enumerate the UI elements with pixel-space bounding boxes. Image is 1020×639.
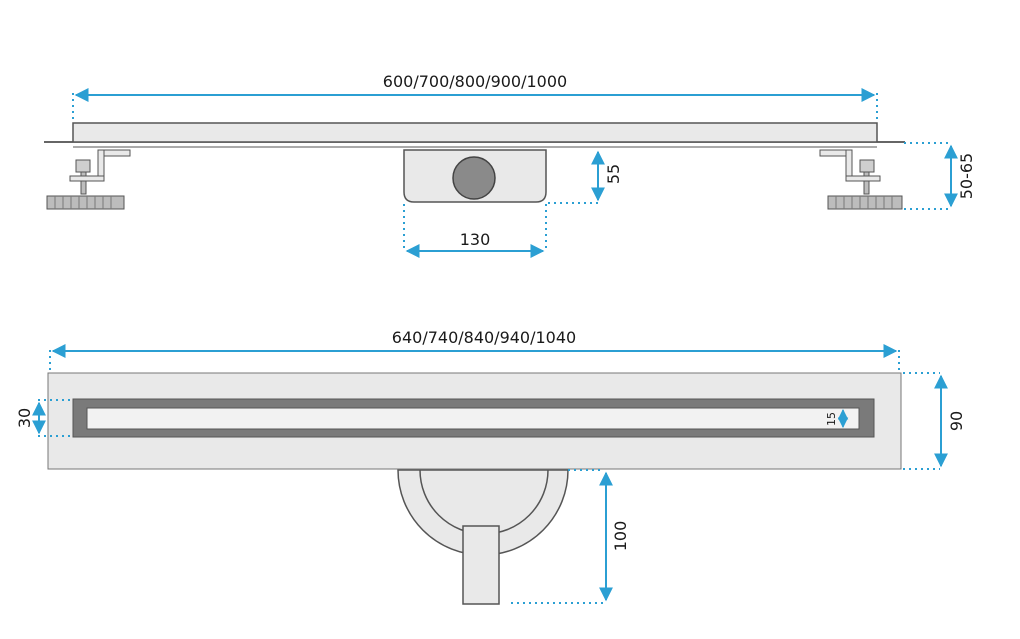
- outlet-depth-label: 100: [611, 521, 630, 552]
- adjust-height-dimension: 50-65: [904, 142, 976, 210]
- side-view: 600/700/800/900/1000 55 130 50-65: [44, 72, 976, 258]
- side-length-dimension: 600/700/800/900/1000: [72, 72, 878, 122]
- outlet-height-dimension: 55: [548, 150, 623, 204]
- outlet-pipe-circle: [452, 156, 496, 200]
- right-adjustable-foot: [819, 149, 903, 210]
- left-adjustable-foot: [46, 149, 131, 210]
- outlet-width-label: 130: [460, 230, 491, 249]
- top-view: 640/740/840/940/1040 30 15 90 100: [15, 328, 966, 605]
- outlet-box: [403, 149, 547, 203]
- channel-body: [72, 122, 878, 143]
- adjust-height-label: 50-65: [957, 153, 976, 200]
- slot-width-label: 30: [15, 408, 34, 428]
- outlet-height-label: 55: [604, 164, 623, 184]
- slot-width-dimension: 30: [15, 399, 72, 437]
- side-length-label: 600/700/800/900/1000: [383, 72, 567, 91]
- outlet-width-dimension: 130: [403, 204, 547, 258]
- total-width-label: 90: [947, 411, 966, 431]
- top-length-dimension: 640/740/840/940/1040: [49, 328, 900, 372]
- inner-width-label: 15: [825, 412, 838, 426]
- total-width-dimension: 90: [903, 372, 966, 470]
- inner-width-dimension: 15: [825, 408, 849, 429]
- slot-cover: [86, 407, 860, 430]
- top-length-label: 640/740/840/940/1040: [392, 328, 576, 347]
- outlet-depth-dimension: 100: [511, 469, 630, 604]
- outlet-pipe: [462, 525, 500, 605]
- top-outlet: [397, 469, 569, 605]
